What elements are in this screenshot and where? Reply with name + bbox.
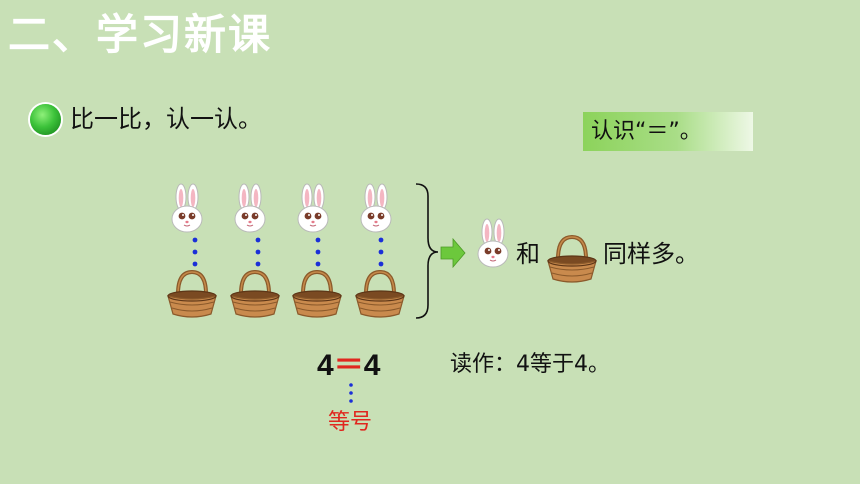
basket-icon — [291, 270, 343, 319]
basket-icon — [166, 270, 218, 319]
result-text: 同样多。 — [603, 240, 699, 268]
arrow-right-icon — [440, 237, 466, 269]
bullet-icon — [30, 104, 61, 135]
brace-icon — [415, 183, 439, 319]
connector-text: 和 — [516, 240, 540, 268]
equal-sign-label: 等号 — [328, 410, 373, 435]
instruction-text: 比一比，认一认。 — [70, 105, 262, 133]
equation-right: 4 — [363, 349, 381, 382]
section-title: 二、学习新课 — [8, 10, 273, 59]
rabbit-icon — [360, 183, 392, 233]
basket-icon — [229, 270, 281, 319]
topic-text: 认识“＝”。 — [591, 119, 702, 144]
basket-icon — [354, 270, 406, 319]
basket-icon — [546, 235, 598, 284]
equation-left: 4 — [317, 349, 334, 382]
rabbit-icon — [234, 183, 266, 233]
basket-row — [166, 270, 406, 319]
reading-text: 读作：4等于4。 — [450, 352, 610, 377]
rabbit-row — [171, 183, 392, 233]
rabbit-icon — [297, 183, 329, 233]
rabbit-icon — [477, 218, 509, 268]
match-dots — [192, 237, 384, 267]
equation: 4＝4 — [317, 351, 380, 381]
rabbit-icon — [171, 183, 203, 233]
equal-sign: ＝ — [333, 349, 364, 382]
equation-dots — [349, 383, 353, 403]
topic-box: 认识“＝”。 — [583, 112, 753, 151]
